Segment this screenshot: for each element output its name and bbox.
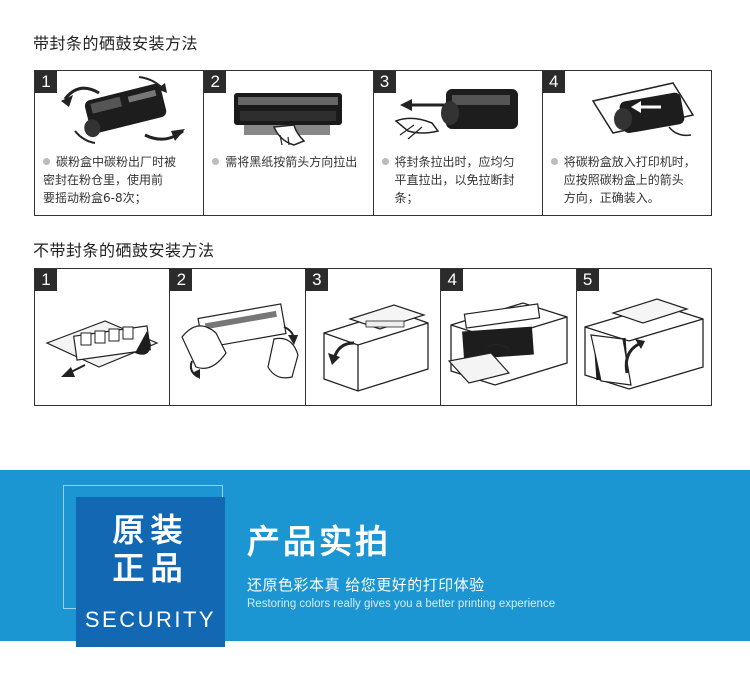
- step-caption: 需将黑纸按箭头方向拉出: [212, 153, 366, 171]
- step-caption: 将碳粉盒放入打印机时， 应按照碳粉盒上的箭头 方向，正确装入。: [550, 153, 705, 207]
- insert-into-printer-illustration: [448, 302, 568, 386]
- step-caption: 将封条拉出时，应均匀 平直拉出，以免拉断封 条；: [381, 153, 536, 207]
- unsealed-step-5: 5: [576, 269, 711, 405]
- banner-subtitle: 还原色彩本真 给您更好的打印体验: [247, 576, 485, 594]
- step-number: 1: [35, 71, 57, 93]
- rock-cartridge-illustration: [181, 303, 300, 379]
- sealed-steps-strip: 1 碳粉盒中碳粉出厂时被 密封在粉仓里，使用前 要摇动粉盒6-8次； 2: [34, 70, 712, 216]
- shake-cartridge-illustration: [61, 76, 185, 144]
- bullet-dot-icon: [43, 158, 50, 165]
- sealed-step-3: 3 将封条拉出时，应均匀 平直拉出，以免拉断封 条；: [373, 71, 543, 215]
- unsealed-step-1: 1: [35, 269, 171, 405]
- unsealed-steps-strip: 1 2 3: [34, 268, 712, 406]
- pull-seal-illustration: [394, 89, 518, 140]
- bullet-dot-icon: [381, 158, 389, 165]
- sealed-step-2: 2 需将黑纸按箭头方向拉出: [204, 71, 374, 215]
- insert-cartridge-illustration: [591, 82, 694, 137]
- sealed-step-1: 1 碳粉盒中碳粉出厂时被 密封在粉仓里，使用前 要摇动粉盒6-8次；: [35, 71, 205, 215]
- step-number: 5: [576, 269, 599, 291]
- step-number: 4: [441, 269, 464, 291]
- badge-text-line2: 正品: [112, 549, 189, 587]
- banner-subtitle-english: Restoring colors really gives you a bett…: [247, 598, 556, 610]
- unpack-cartridge-illustration: [45, 320, 159, 377]
- badge-text-line1: 原装: [112, 511, 189, 549]
- step-number: 4: [542, 71, 565, 93]
- unsealed-step-4: 4: [441, 269, 577, 405]
- sealed-step-4: 4 将碳粉盒放入打印机时， 应按照碳粉盒上的箭头 方向，正确装入。: [542, 71, 711, 215]
- step-number: 2: [170, 269, 193, 291]
- step-number: 1: [35, 269, 57, 291]
- banner-title: 产品实拍: [247, 522, 391, 561]
- unsealed-step-2: 2: [170, 269, 306, 405]
- genuine-badge: 原装 正品 SECURITY: [76, 497, 225, 647]
- close-printer-cover-illustration: [583, 298, 704, 390]
- bullet-dot-icon: [550, 158, 558, 165]
- step-number: 2: [204, 71, 227, 93]
- sealed-section-title: 带封条的硒鼓安装方法: [33, 34, 199, 53]
- unsealed-step-3: 3: [305, 269, 442, 405]
- bullet-dot-icon: [212, 158, 220, 165]
- step-caption: 碳粉盒中碳粉出厂时被 密封在粉仓里，使用前 要摇动粉盒6-8次；: [43, 155, 177, 205]
- step-number: 3: [373, 71, 396, 93]
- badge-security-text: SECURITY: [84, 607, 217, 632]
- step-number: 3: [305, 269, 328, 291]
- open-printer-cover-illustration: [323, 304, 429, 392]
- remove-black-paper-illustration: [234, 93, 343, 146]
- unsealed-section-title: 不带封条的硒鼓安装方法: [33, 241, 215, 260]
